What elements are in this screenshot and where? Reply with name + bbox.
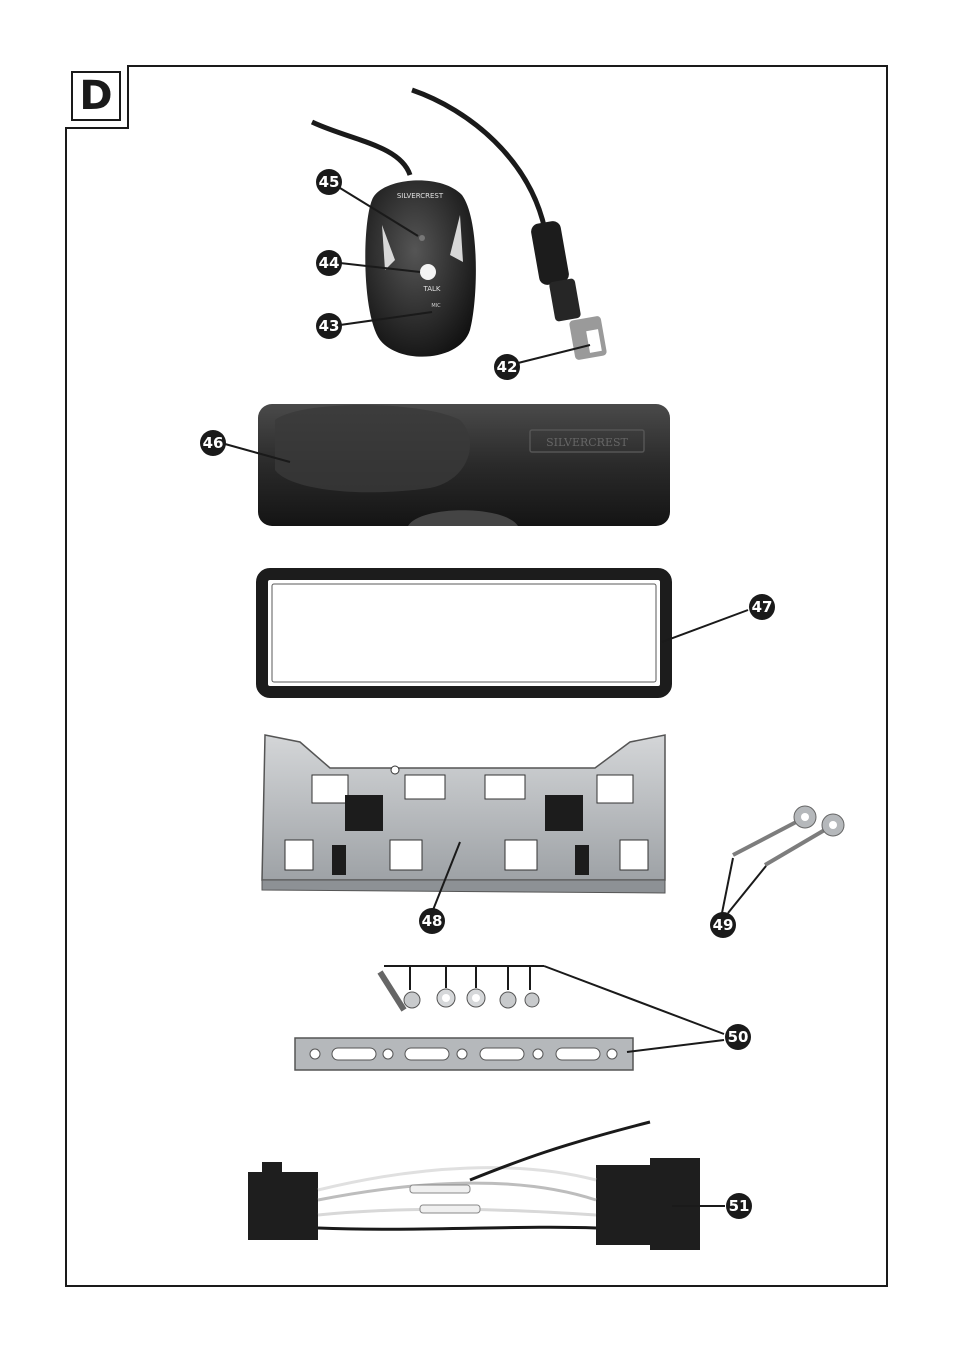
mounting-strap xyxy=(294,1037,634,1071)
leader-lines xyxy=(224,187,767,1207)
trim-frame xyxy=(256,568,672,698)
svg-text:47: 47 xyxy=(752,598,773,616)
mounting-frame xyxy=(261,734,666,894)
svg-text:48: 48 xyxy=(422,912,443,930)
section-label: D xyxy=(71,71,121,121)
mic-plug xyxy=(531,221,607,360)
talk-button xyxy=(420,264,436,280)
callout-42: 42 xyxy=(494,354,520,380)
svg-text:43: 43 xyxy=(319,317,340,335)
case-logo: SILVERCREST xyxy=(546,436,628,449)
callout-badges: 45 44 43 42 46 47 48 49 50 51 xyxy=(200,169,775,1219)
callout-50: 50 xyxy=(725,1024,751,1050)
svg-text:49: 49 xyxy=(713,916,734,934)
callout-49: 49 xyxy=(710,912,736,938)
callout-47: 47 xyxy=(749,594,775,620)
mic-label: MIC xyxy=(431,303,441,309)
microphone-assembly: SILVERCREST TALK MIC xyxy=(310,87,607,360)
mic-logo: SILVERCREST xyxy=(397,192,444,200)
iso-adapter-cable xyxy=(248,1120,700,1250)
svg-text:50: 50 xyxy=(728,1028,749,1046)
protective-case: SILVERCREST xyxy=(258,404,670,526)
callout-51: 51 xyxy=(726,1193,752,1219)
callout-45: 45 xyxy=(316,169,342,195)
section-tab: D xyxy=(65,65,129,129)
callout-46: 46 xyxy=(200,430,226,456)
mic-led xyxy=(419,235,425,241)
screws-and-nuts xyxy=(377,965,544,1012)
callout-44: 44 xyxy=(316,250,342,276)
talk-label: TALK xyxy=(422,285,440,293)
svg-text:51: 51 xyxy=(729,1197,750,1215)
page-frame xyxy=(65,65,888,1287)
svg-text:42: 42 xyxy=(497,358,518,376)
svg-text:45: 45 xyxy=(319,173,340,191)
release-keys xyxy=(732,805,845,867)
callout-43: 43 xyxy=(316,313,342,339)
svg-text:44: 44 xyxy=(319,254,340,272)
callout-48: 48 xyxy=(419,908,445,934)
microphone-body xyxy=(365,180,476,357)
svg-text:46: 46 xyxy=(203,434,224,452)
